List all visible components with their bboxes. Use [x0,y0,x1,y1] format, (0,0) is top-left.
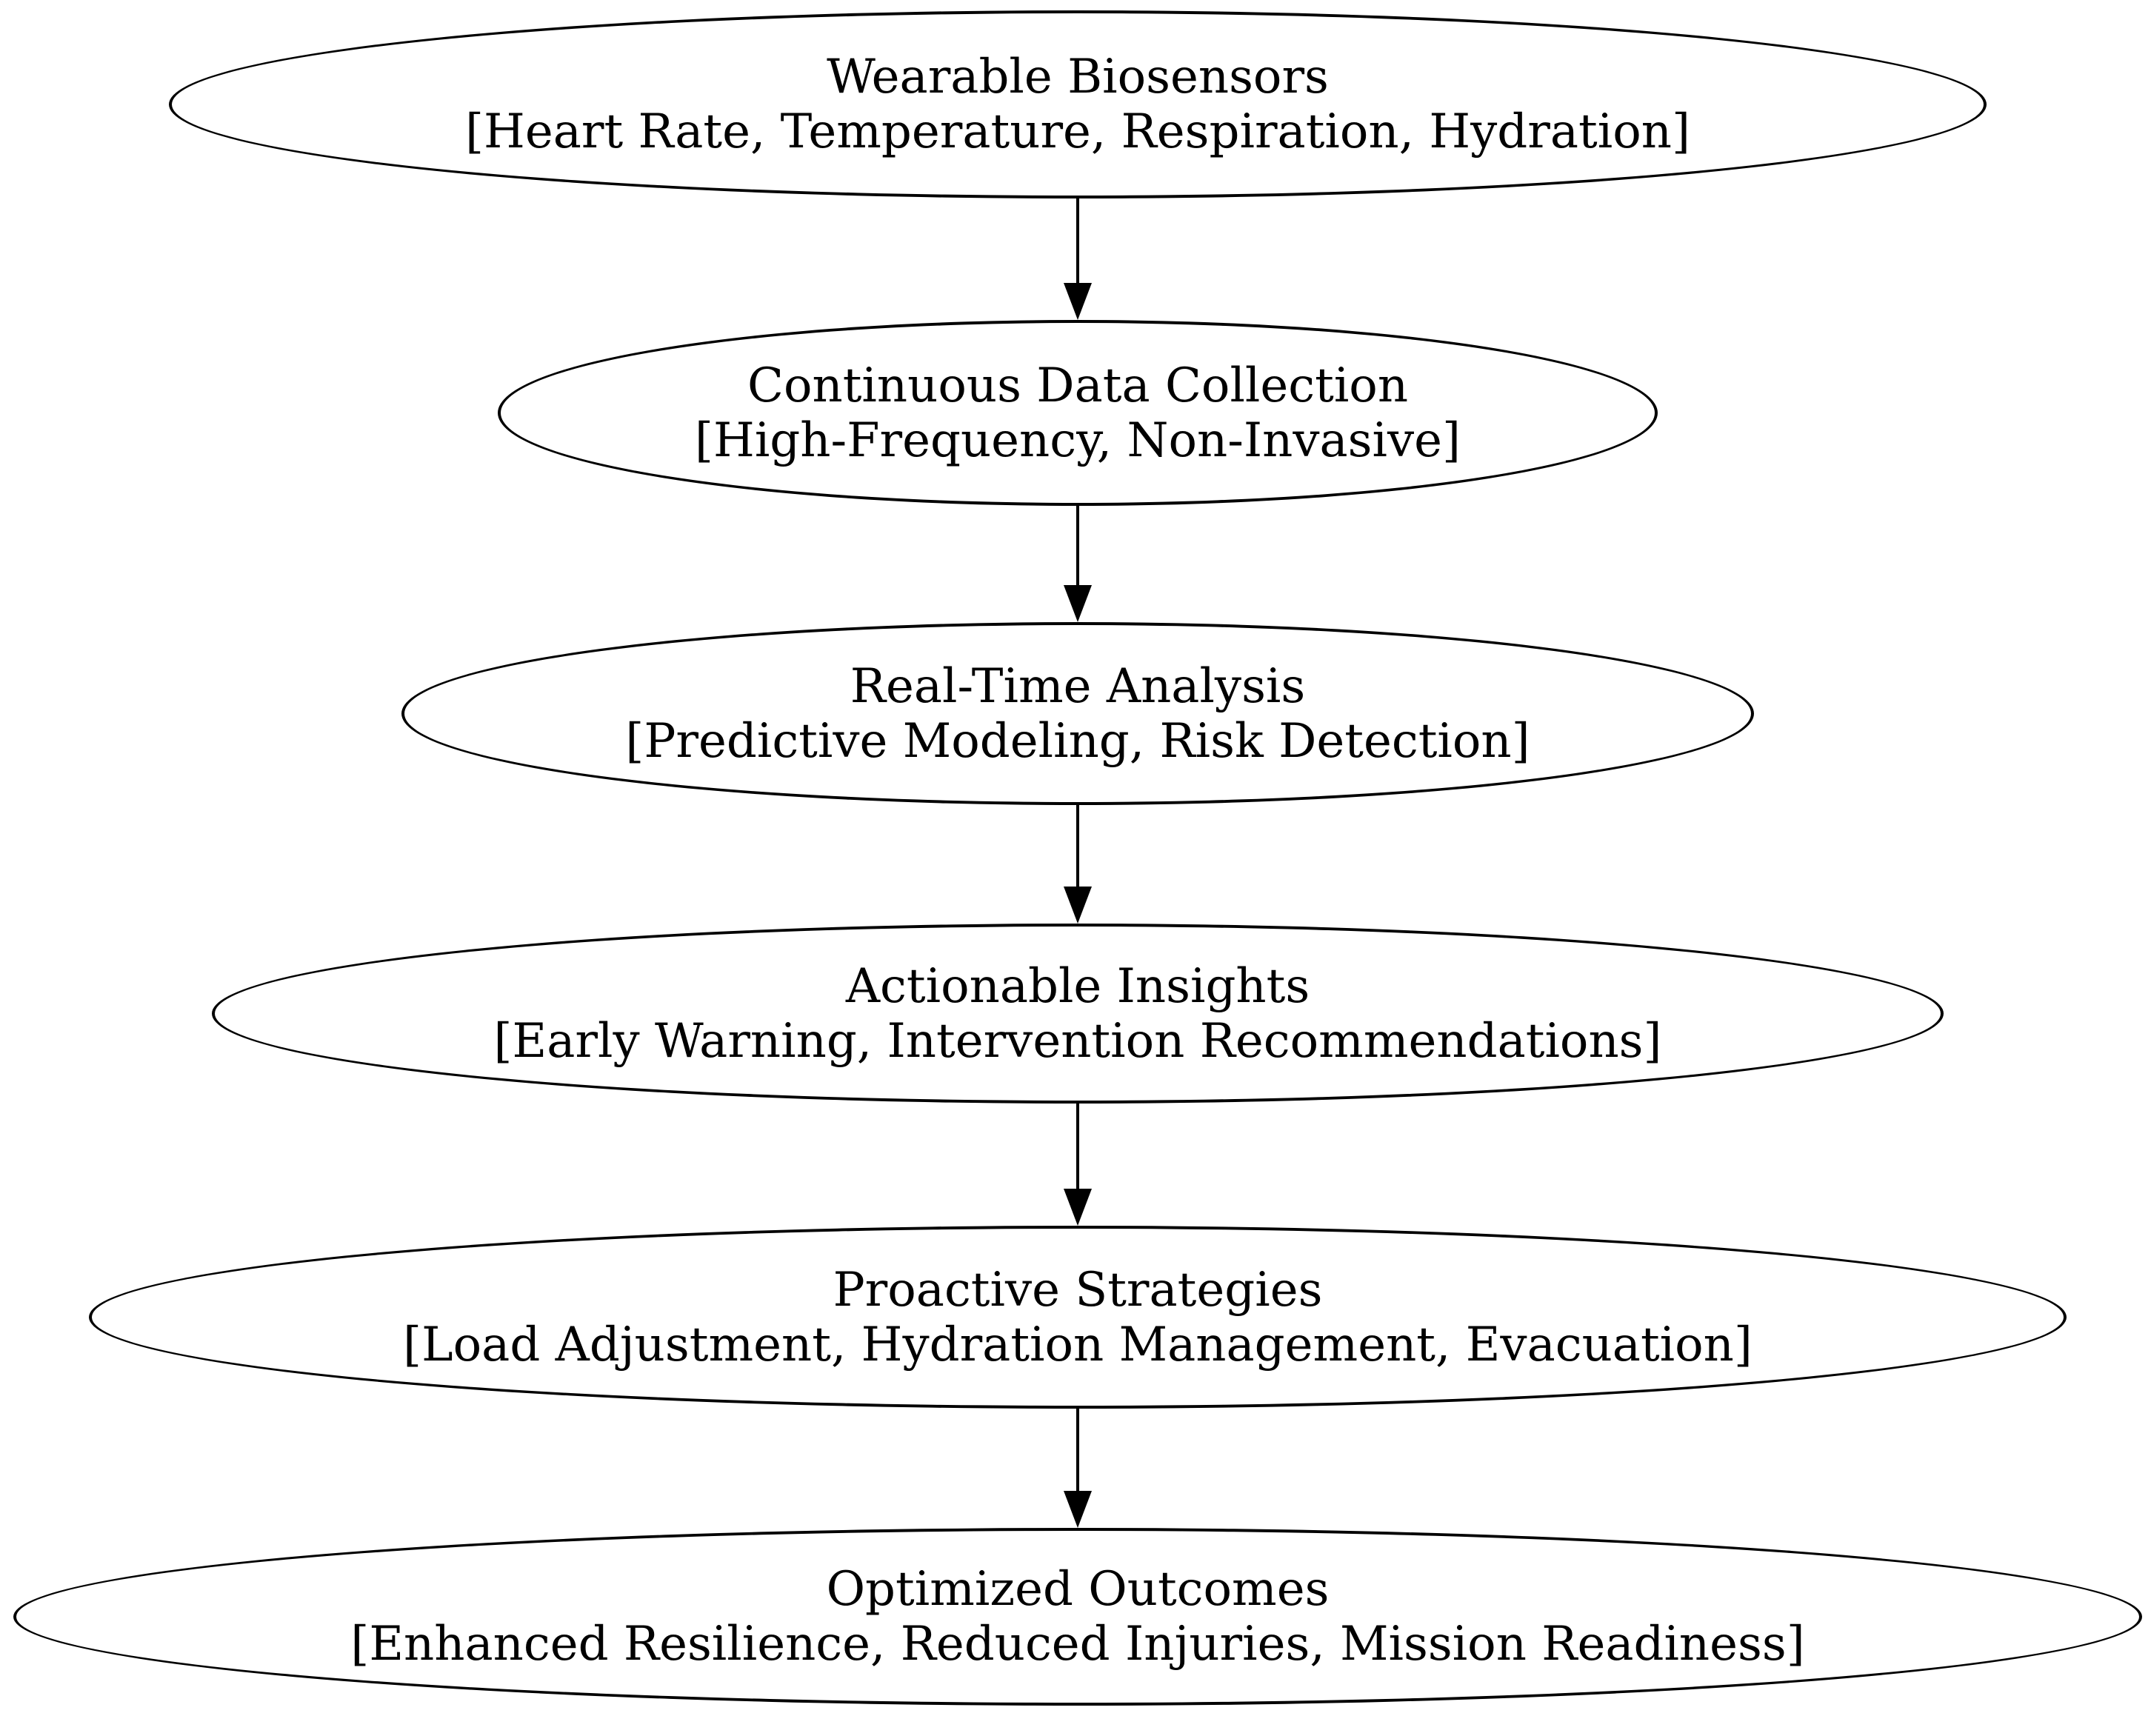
node-subtitle: [Enhanced Resilience, Reduced Injuries, … [350,1617,1805,1672]
flow-arrow-2 [1064,506,1092,622]
node-title: Wearable Biosensors [827,50,1329,104]
node-title: Actionable Insights [845,958,1310,1014]
arrowhead-down-icon [1064,283,1092,320]
arrow-shaft [1076,1409,1079,1491]
node-continuous-data-collection: Continuous Data Collection [High-Frequen… [498,320,1658,506]
node-subtitle: [Early Warning, Intervention Recommendat… [493,1013,1662,1069]
flow-arrow-4 [1064,1104,1092,1226]
node-subtitle: [Predictive Modeling, Risk Detection] [625,713,1530,769]
arrow-shaft [1076,1104,1079,1189]
flow-arrow-1 [1064,198,1092,320]
node-actionable-insights: Actionable Insights [Early Warning, Inte… [212,924,1944,1104]
node-proactive-strategies: Proactive Strategies [Load Adjustment, H… [89,1226,2067,1409]
arrowhead-down-icon [1064,1491,1092,1528]
arrow-shaft [1076,506,1079,585]
arrow-shaft [1076,805,1079,887]
node-subtitle: [Load Adjustment, Hydration Management, … [403,1317,1753,1372]
node-wearable-biosensors: Wearable Biosensors [Heart Rate, Tempera… [169,10,1987,198]
node-subtitle: [High-Frequency, Non-Invasive] [695,413,1461,468]
node-optimized-outcomes: Optimized Outcomes [Enhanced Resilience,… [13,1528,2142,1706]
arrowhead-down-icon [1064,1189,1092,1226]
node-title: Continuous Data Collection [747,358,1409,413]
node-subtitle: [Heart Rate, Temperature, Respiration, H… [465,104,1690,159]
node-title: Optimized Outcomes [826,1562,1330,1617]
arrowhead-down-icon [1064,585,1092,622]
flow-arrow-3 [1064,805,1092,924]
node-real-time-analysis: Real-Time Analysis [Predictive Modeling,… [401,622,1754,805]
arrowhead-down-icon [1064,887,1092,924]
node-title: Real-Time Analysis [850,658,1306,714]
arrow-shaft [1076,198,1079,283]
flow-arrow-5 [1064,1409,1092,1528]
node-title: Proactive Strategies [833,1262,1323,1318]
